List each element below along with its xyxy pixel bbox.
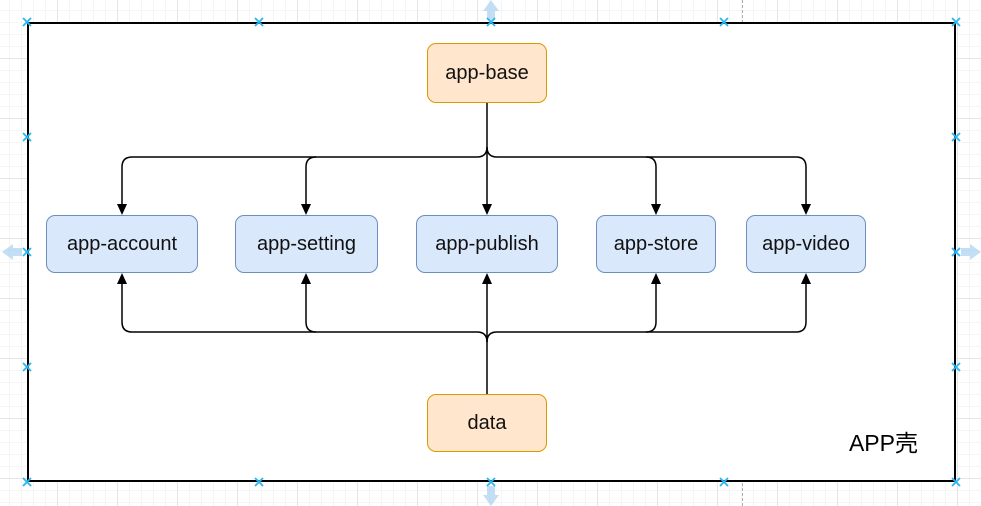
node-app-account[interactable]: app-account [46,215,198,273]
container-label: APP壳 [848,430,918,456]
node-app-setting-label: app-setting [257,232,356,255]
arrow-down-icon[interactable] [483,486,499,506]
arrow-right-icon[interactable] [961,244,981,260]
node-app-publish[interactable]: app-publish [416,215,558,273]
node-app-video[interactable]: app-video [746,215,866,273]
node-data-label: data [467,411,507,434]
arrow-left-icon[interactable] [2,244,22,260]
node-app-publish-label: app-publish [435,232,539,255]
arrow-up-icon[interactable] [483,0,499,20]
node-app-store[interactable]: app-store [596,215,716,273]
node-data[interactable]: data [427,394,547,452]
node-app-store-label: app-store [613,232,699,255]
node-app-base-label: app-base [445,61,529,84]
node-app-base[interactable]: app-base [427,43,547,103]
node-app-setting[interactable]: app-setting [235,215,378,273]
node-app-account-label: app-account [66,232,178,255]
node-app-video-label: app-video [762,232,850,255]
